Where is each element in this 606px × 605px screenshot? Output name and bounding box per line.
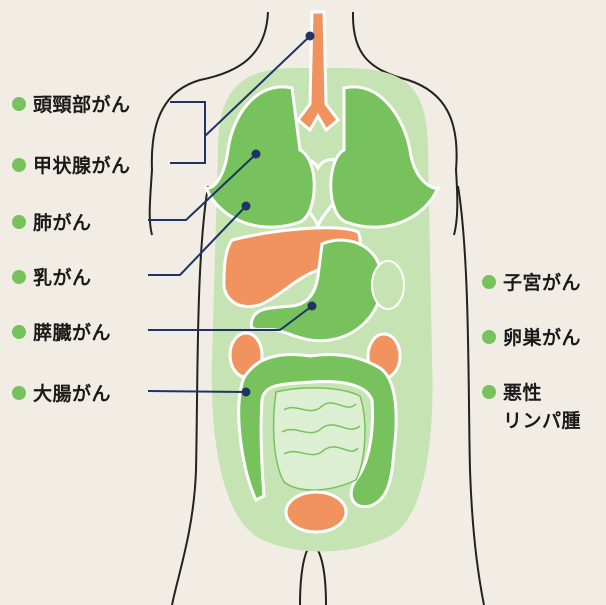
label-text: 大腸がん	[33, 379, 111, 406]
bullet-dot	[12, 215, 26, 229]
bullet-dot	[482, 385, 496, 399]
spleen	[372, 261, 404, 309]
bullet-dot	[482, 275, 496, 289]
label-thyroid-cancer: 甲状腺がん	[12, 151, 131, 178]
label-text: 甲状腺がん	[33, 151, 131, 178]
label-colorectal-cancer: 大腸がん	[12, 379, 111, 406]
label-text: 肺がん	[33, 208, 92, 235]
label-text-line1: 悪性	[503, 382, 542, 404]
label-ovarian-cancer: 卵巣がん	[482, 323, 581, 350]
label-text: 膵臓がん	[33, 318, 111, 345]
small-intestine	[274, 388, 365, 490]
label-lung-cancer: 肺がん	[12, 208, 92, 235]
bullet-dot	[12, 97, 26, 111]
leader-colon	[148, 391, 246, 392]
label-text: 乳がん	[33, 263, 92, 290]
leader-thyroid	[170, 136, 205, 163]
bullet-dot	[12, 386, 26, 400]
bullet-dot	[482, 330, 496, 344]
label-text: 子宮がん	[503, 268, 581, 295]
uterus-ovary-region	[286, 492, 346, 532]
label-uterine-cancer: 子宮がん	[482, 268, 581, 295]
bullet-dot	[12, 325, 26, 339]
bullet-dot	[12, 270, 26, 284]
label-text-line2: リンパ腫	[482, 407, 581, 435]
label-head-neck-cancer: 頭頸部がん	[12, 90, 131, 117]
label-text: 卵巣がん	[503, 323, 581, 350]
label-text: 頭頸部がん	[33, 90, 131, 117]
label-malignant-lymphoma: 悪性 リンパ腫	[482, 379, 581, 435]
label-pancreatic-cancer: 膵臓がん	[12, 318, 111, 345]
label-breast-cancer: 乳がん	[12, 263, 92, 290]
bullet-dot	[12, 158, 26, 172]
